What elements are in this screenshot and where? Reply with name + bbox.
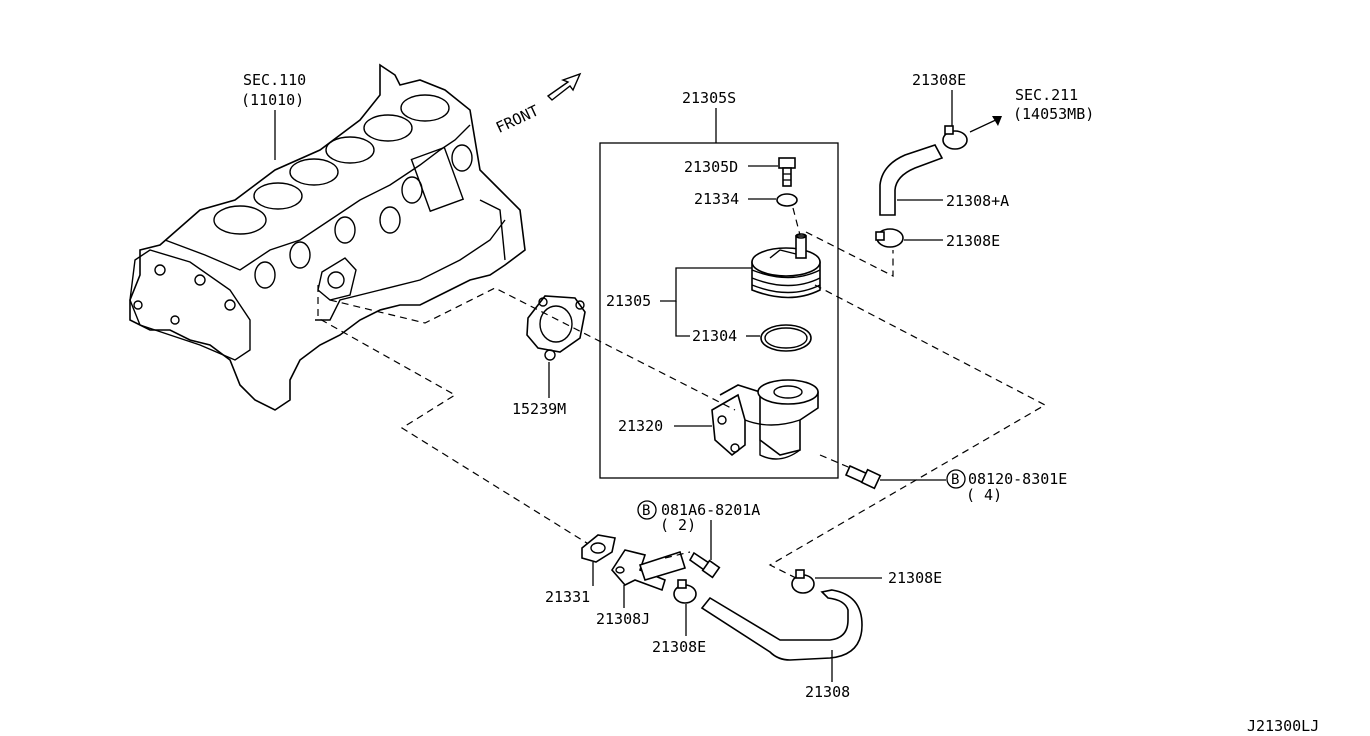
label-21331: 21331 (545, 588, 590, 606)
diagram-code: J21300LJ (1247, 717, 1319, 735)
clamp-21308E-right (791, 569, 815, 594)
arrow-head-sec211 (992, 116, 1002, 126)
oil-cooler-21305 (751, 233, 821, 299)
dash-cooler-to-hose (768, 284, 1047, 581)
dash-bolt-to-cooler (792, 207, 801, 236)
gasket-21331 (581, 534, 616, 563)
label-sec211: SEC.211 (1015, 86, 1078, 104)
front-arrow-icon (546, 72, 582, 101)
bolt-symbol-1-letter: B (951, 472, 959, 488)
leader-21305-b (675, 301, 690, 337)
assembly-box-21305S (599, 142, 839, 479)
label-21320: 21320 (618, 417, 663, 435)
label-21305S: 21305S (682, 89, 736, 107)
label-21305: 21305 (606, 292, 651, 310)
label-21305D: 21305D (684, 158, 738, 176)
housing-21320 (711, 379, 819, 460)
oring-21304 (760, 324, 812, 352)
gasket-15239M (526, 295, 586, 361)
label-081A6-8201A: 081A6-8201A (661, 501, 760, 519)
hose-21308 (700, 589, 863, 661)
label-front: FRONT (493, 102, 542, 137)
label-21308: 21308 (805, 683, 850, 701)
clamp-21308E-bottom (673, 579, 697, 604)
label-21308E-bottom: 21308E (652, 638, 706, 656)
label-21308J: 21308J (596, 610, 650, 628)
label-sec110-sub: (11010) (241, 91, 304, 109)
leader-21305-a (660, 267, 752, 302)
dash-pipe-to-bolt (664, 551, 691, 559)
hose-21308A (879, 144, 944, 216)
engine-block (129, 63, 526, 411)
bolt-symbol-1 (946, 469, 966, 489)
dash-cooler-to-clamp (805, 231, 894, 277)
label-sec211-sub: (14053MB) (1013, 105, 1094, 123)
label-21334: 21334 (694, 190, 739, 208)
label-sec110: SEC.110 (243, 71, 306, 89)
bolt-08120 (844, 464, 882, 490)
label-21308A: 21308+A (946, 192, 1009, 210)
bolt-symbol-2-letter: B (642, 503, 650, 519)
clamp-21308E-top (942, 125, 968, 150)
label-08120-qty: ( 4) (966, 486, 1002, 504)
bolt-21305D (778, 157, 796, 187)
dash-block-to-21331 (317, 285, 591, 546)
pipe-21308J (611, 549, 687, 592)
label-21304: 21304 (692, 327, 737, 345)
label-21308E-right: 21308E (888, 569, 942, 587)
label-08120-8301E: 08120-8301E (968, 470, 1067, 488)
label-21308E-top: 21308E (912, 71, 966, 89)
bolt-symbol-2 (637, 500, 657, 520)
label-081A6-qty: ( 2) (660, 516, 696, 534)
clamp-21308E-mid (875, 228, 904, 248)
label-15239M: 15239M (512, 400, 566, 418)
label-21308E-mid: 21308E (946, 232, 1000, 250)
front-arrow: FRONT (493, 102, 542, 137)
washer-21334 (776, 193, 798, 207)
bolt-081A6 (688, 551, 721, 579)
dash-block-to-housing (329, 287, 736, 411)
